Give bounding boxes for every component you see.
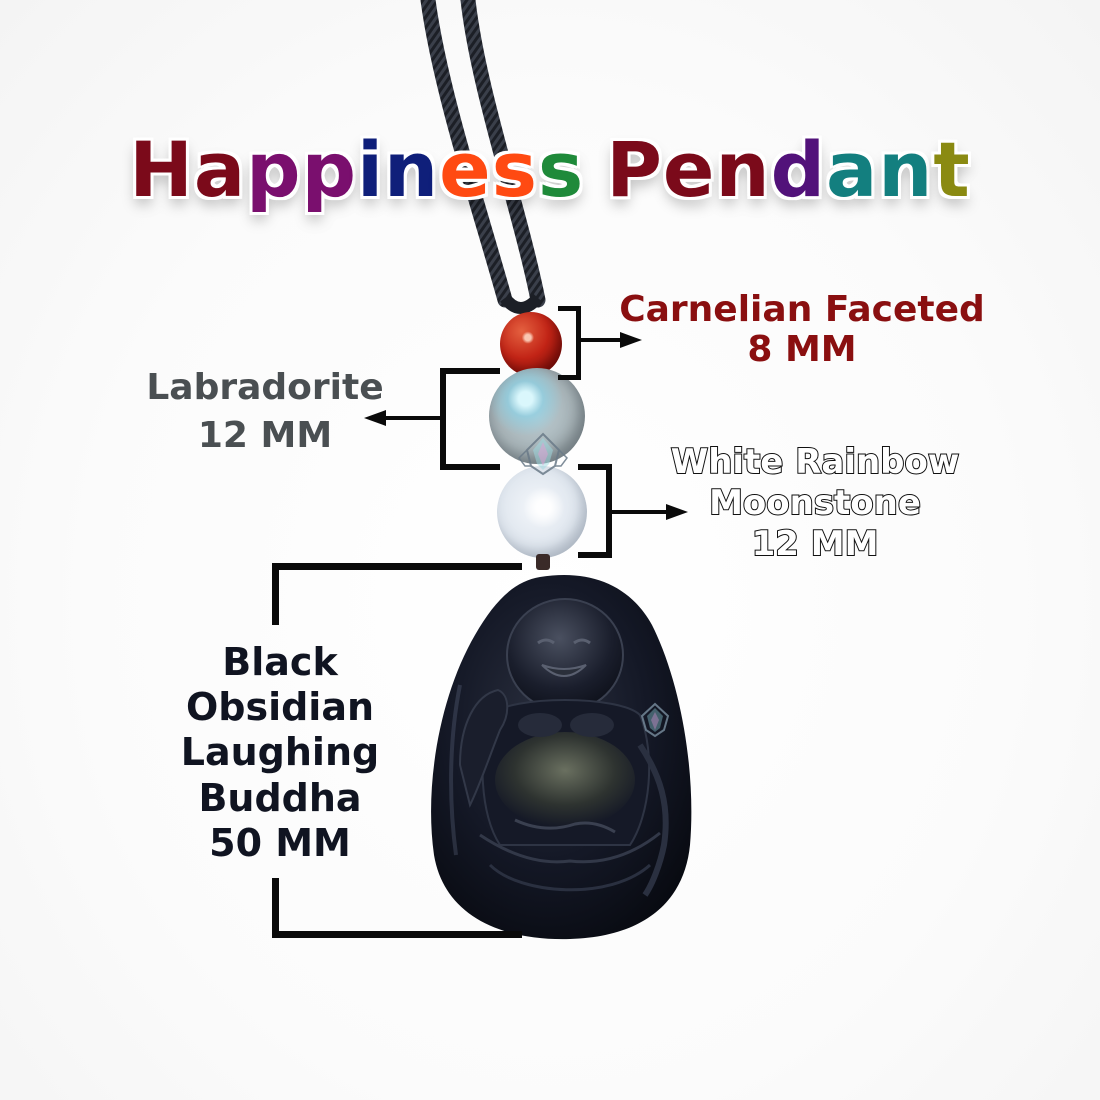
obsidian-name-line3: Laughing (180, 730, 380, 775)
arrow-left-icon (364, 410, 386, 426)
obsidian-name-line4: Buddha (198, 775, 362, 820)
bracket-line (558, 375, 580, 380)
bracket-line (440, 368, 446, 470)
obsidian-name-line1: Black (222, 640, 338, 684)
title-letter: p (301, 125, 357, 214)
bracket-line (440, 368, 500, 374)
title-letter: s (537, 125, 585, 214)
arrow-right-icon (666, 504, 688, 520)
obsidian-size: 50 MM (209, 820, 351, 865)
labradorite-label: Labradorite 12 MM (140, 367, 390, 457)
bracket-line (558, 306, 580, 311)
bracket-line (440, 464, 500, 470)
labradorite-name: Labradorite (146, 367, 384, 408)
title-letter: e (662, 125, 716, 214)
bracket-line (272, 931, 522, 938)
cord-knot (536, 554, 550, 570)
carnelian-bead (500, 312, 562, 376)
carnelian-label: Carnelian Faceted 8 MM (612, 289, 992, 371)
bracket-line (606, 464, 612, 558)
bracket-line (578, 552, 612, 558)
moonstone-size: 12 MM (751, 523, 880, 565)
title-letter: s (491, 125, 538, 214)
bracket-line (578, 464, 612, 470)
moonstone-name-line2: Moonstone (708, 482, 922, 524)
bracket-line (576, 306, 581, 380)
title-letter: n (715, 125, 771, 214)
labradorite-size: 12 MM (197, 415, 333, 457)
bracket-line (272, 563, 279, 625)
bracket-line (272, 563, 522, 570)
title-letter: n (878, 125, 934, 214)
title-letter: p (246, 125, 302, 214)
title-letter: t (933, 125, 971, 214)
obsidian-name-line2: Obsidian (185, 685, 375, 730)
title-letter: e (439, 125, 492, 214)
arrow-right-icon (620, 332, 642, 348)
moonstone-name-line1: White Rainbow (670, 441, 961, 483)
moonstone-label: White Rainbow Moonstone 12 MM (650, 441, 980, 565)
title-letter: n (384, 125, 440, 214)
obsidian-label: Black Obsidian Laughing Buddha 50 MM (160, 640, 400, 866)
moonstone-bead (497, 466, 587, 558)
crystal-logo-icon (640, 702, 670, 738)
title-letter: d (770, 125, 826, 214)
title-letter: H (129, 125, 194, 214)
arrow-line (384, 416, 440, 420)
crystal-logo-icon (518, 432, 568, 476)
arrow-line (612, 510, 668, 514)
title-letter: a (193, 125, 247, 214)
carnelian-name: Carnelian Faceted (619, 289, 985, 330)
title-letter: a (825, 125, 879, 214)
bracket-line (272, 878, 279, 938)
title-letter: i (356, 125, 385, 214)
obsidian-buddha-pendant (431, 575, 692, 940)
arrow-line (581, 338, 623, 342)
title-letter: P (606, 125, 663, 214)
carnelian-size: 8 MM (747, 329, 857, 371)
